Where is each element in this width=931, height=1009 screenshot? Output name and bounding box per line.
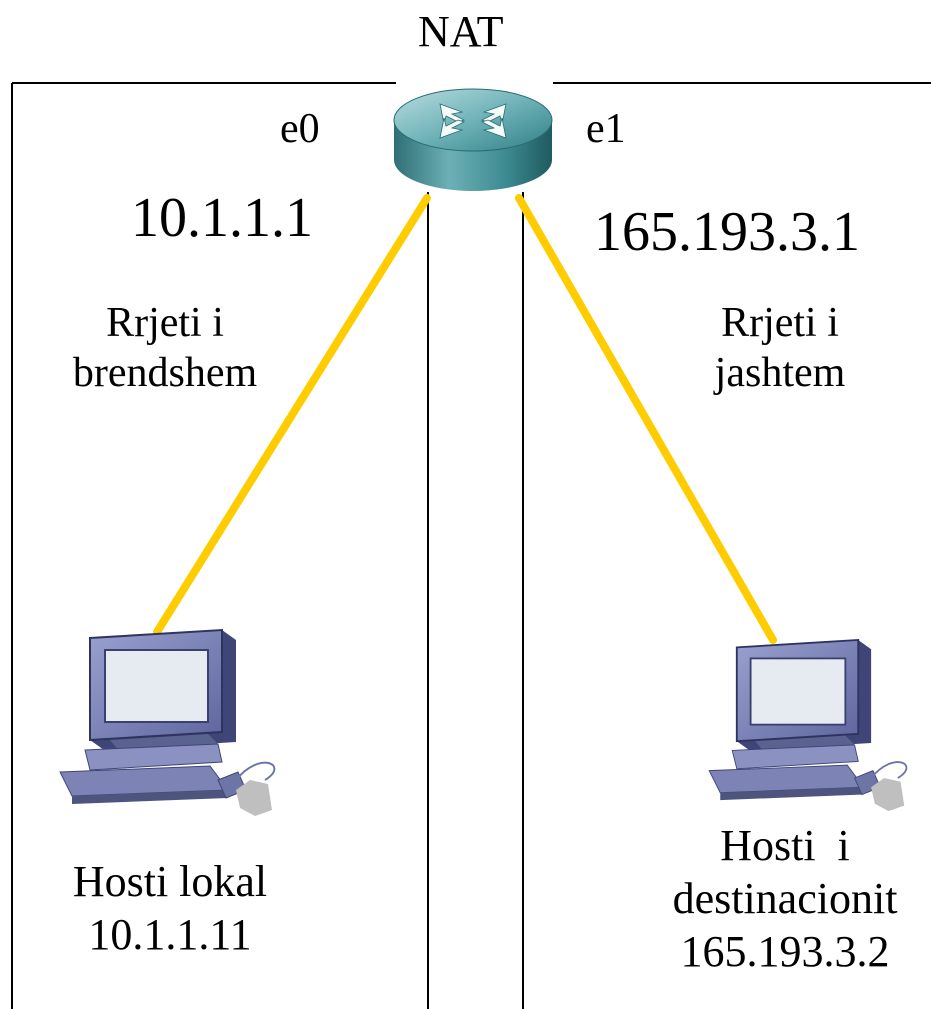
inside-network-label: Rrjeti i brendshem (40, 298, 290, 399)
router-icon (393, 88, 553, 191)
outside-network-line2: jashtem (714, 350, 846, 397)
link-inside (153, 194, 431, 636)
inside-network-line1: Rrjeti i (106, 300, 224, 346)
outside-network-line1: Rrjeti i (721, 300, 839, 346)
destination-host-ip: 165.193.3.2 (680, 926, 890, 976)
router-label: NAT (418, 7, 504, 56)
computer-icon (59, 628, 276, 816)
destination-host-label: Hosti i destinacionit 165.193.3.2 (640, 820, 930, 978)
inside-router-ip: 10.1.1.1 (131, 187, 313, 249)
outside-network-label: Rrjeti i jashtem (680, 298, 880, 399)
destination-host-line2: destinacionit (672, 873, 898, 923)
link-outside (515, 194, 777, 644)
local-host-label: Hosti lokal 10.1.1.11 (40, 856, 300, 962)
computer-icon (708, 639, 908, 812)
local-host-ip: 10.1.1.11 (88, 909, 252, 959)
destination-host-line1: Hosti i (720, 821, 850, 870)
interface-e1-label: e1 (586, 106, 626, 152)
outside-router-ip: 165.193.3.1 (594, 201, 860, 263)
local-host-name: Hosti lokal (72, 857, 268, 906)
links (153, 194, 777, 644)
interface-e0-label: e0 (280, 106, 320, 152)
frame (11, 82, 931, 1009)
inside-network-line2: brendshem (72, 350, 258, 397)
